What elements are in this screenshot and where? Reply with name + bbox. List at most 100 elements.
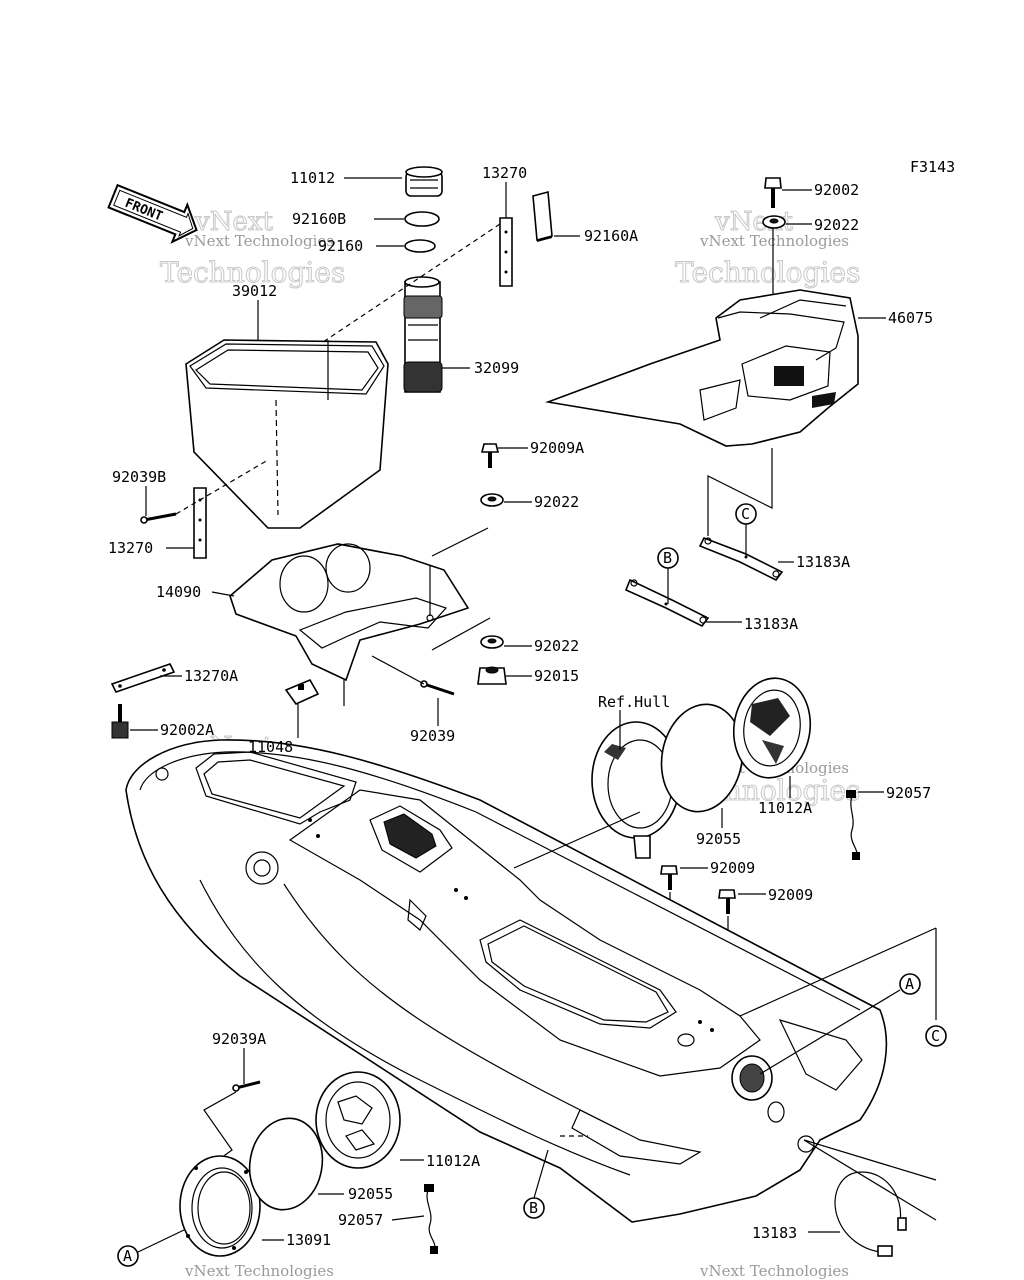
cap-11012A-low — [315, 1071, 401, 1169]
label-92055-right: 92055 — [696, 830, 741, 848]
cap-11012A-right — [732, 677, 812, 779]
figure-code: F3143 — [910, 158, 955, 176]
label-13183A-lower: 13183A — [744, 615, 798, 633]
bolt-92002A — [111, 704, 129, 739]
bolt-92009A — [480, 443, 500, 468]
seat-46075 — [544, 289, 859, 447]
o-ring-92055-low — [248, 1117, 324, 1211]
bucket-39012 — [185, 339, 389, 529]
leader-seat-c — [707, 448, 773, 536]
leader-a-left — [137, 1229, 185, 1253]
label-92057-right: 92057 — [886, 784, 931, 802]
leader-tray-3 — [431, 617, 491, 651]
o-ring-92055-right — [660, 703, 744, 813]
label-11012: 11012 — [290, 169, 335, 187]
label-11012A-low: 11012A — [426, 1152, 480, 1170]
leader-b-hull — [533, 1149, 549, 1199]
leader-ref-hull — [513, 811, 641, 869]
label-92009-2: 92009 — [768, 886, 813, 904]
ring-92160 — [404, 239, 436, 253]
label-92009A: 92009A — [530, 439, 584, 457]
callout-b-hull: B — [523, 1197, 545, 1219]
grommet-92022-low — [480, 635, 504, 649]
band-13183 — [834, 1171, 907, 1257]
pad-92160A — [532, 190, 553, 242]
svg-text:A: A — [905, 975, 914, 993]
label-92039B: 92039B — [112, 468, 166, 486]
leader-strap — [295, 223, 501, 361]
strap-13270-top — [499, 217, 513, 287]
filler-neck-32099 — [403, 276, 443, 393]
leader-tray-2 — [431, 527, 489, 557]
svg-text:A: A — [123, 1247, 132, 1265]
bolt-92009-1 — [660, 865, 678, 890]
label-13270-left: 13270 — [108, 539, 153, 557]
watermark-bottom-right: vNext Technologies — [699, 1262, 849, 1280]
watermark-bottom-left: vNext Technologies — [184, 1262, 334, 1280]
leader-tray-4 — [371, 655, 425, 685]
label-92009-1: 92009 — [710, 859, 755, 877]
callout-a-left: A — [117, 1245, 139, 1267]
bracket-11048 — [284, 678, 320, 706]
callout-c-seat: C — [735, 503, 757, 525]
label-92002A: 92002A — [160, 721, 214, 739]
label-92022-low: 92022 — [534, 637, 579, 655]
rivet-92039A — [232, 1080, 261, 1092]
leader-c-diag — [739, 927, 937, 1017]
label-ref-hull: Ref.Hull — [598, 693, 670, 711]
label-11048: 11048 — [248, 738, 293, 756]
svg-text:B: B — [663, 549, 672, 567]
plate-13183A-lower — [624, 578, 710, 628]
svg-text:vNext Technologies: vNext Technologies — [184, 232, 334, 250]
leader-a-right — [759, 989, 901, 1075]
label-13091: 13091 — [286, 1231, 331, 1249]
svg-text:B: B — [529, 1199, 538, 1217]
label-92022-mid: 92022 — [534, 493, 579, 511]
label-92160B: 92160B — [292, 210, 346, 228]
stay-13270A — [110, 663, 176, 693]
svg-text:vNext: vNext — [194, 207, 273, 237]
plate-13183A-upper — [698, 536, 784, 582]
ring-13091 — [179, 1155, 261, 1257]
label-13183A-upper: 13183A — [796, 553, 850, 571]
label-92002: 92002 — [814, 181, 859, 199]
label-92039A: 92039A — [212, 1030, 266, 1048]
label-92160: 92160 — [318, 237, 363, 255]
cover-ring-ref-hull — [591, 721, 681, 859]
label-92039: 92039 — [410, 727, 455, 745]
svg-text:vNext Technologies: vNext Technologies — [699, 1262, 849, 1280]
washer-92022-top — [762, 215, 786, 229]
callout-c-right: C — [925, 1025, 947, 1047]
svg-text:C: C — [741, 505, 750, 523]
hull — [125, 739, 888, 1223]
svg-text:vNext Technologies: vNext Technologies — [699, 232, 849, 250]
callout-b-plate: B — [657, 547, 679, 569]
leader-13183-1 — [803, 1139, 937, 1181]
bolt-92009-2 — [718, 889, 736, 914]
label-32099: 32099 — [474, 359, 519, 377]
label-11012A-right: 11012A — [758, 799, 812, 817]
cord-92057-low — [424, 1184, 438, 1254]
leader-rivet-a — [203, 1091, 237, 1167]
label-46075: 46075 — [888, 309, 933, 327]
svg-text:C: C — [931, 1027, 940, 1045]
label-92015: 92015 — [534, 667, 579, 685]
rivet-92039B — [140, 512, 177, 524]
fuel-cap-11012 — [405, 166, 443, 197]
svg-text:Technologies: Technologies — [160, 256, 345, 289]
label-92055-low: 92055 — [348, 1185, 393, 1203]
label-13183: 13183 — [752, 1224, 797, 1242]
strap-13270-left — [193, 487, 207, 559]
watermark-top-left: vNext vNext Technologies Technologies — [160, 207, 346, 290]
label-92057-low: 92057 — [338, 1211, 383, 1229]
label-92022-top: 92022 — [814, 216, 859, 234]
tray-14090 — [229, 543, 470, 682]
label-39012: 39012 — [232, 282, 277, 300]
rivet-92039 — [420, 680, 455, 696]
label-13270-top: 13270 — [482, 164, 527, 182]
leader-13183-2 — [803, 1139, 937, 1221]
label-14090: 14090 — [156, 583, 201, 601]
label-92160A: 92160A — [584, 227, 638, 245]
label-13270A: 13270A — [184, 667, 238, 685]
